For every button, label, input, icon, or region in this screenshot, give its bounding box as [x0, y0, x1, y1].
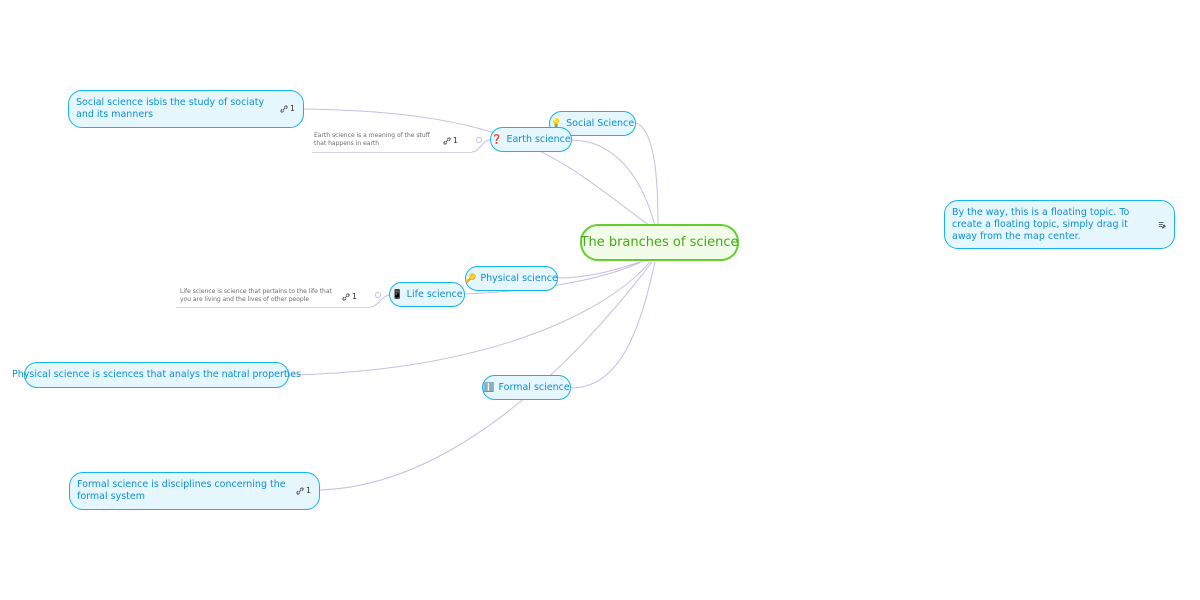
note-life-science[interactable]: Life science is science that pertains to… — [180, 288, 357, 306]
link-badge[interactable]: 1 — [443, 137, 458, 145]
link-badge[interactable]: 1 — [296, 485, 311, 497]
note-text: Earth science is a meaning of the stuff … — [314, 132, 430, 147]
link-root-social — [635, 122, 659, 227]
phone-icon: 📱 — [391, 289, 403, 300]
link-icon — [443, 137, 451, 145]
lightbulb-icon: 💡 — [550, 118, 563, 129]
link-icon — [342, 293, 350, 301]
link-root-earth — [570, 139, 656, 227]
topic-label: Physical science — [480, 272, 558, 284]
link-root-physical — [556, 261, 641, 279]
central-topic-label: The branches of science — [580, 235, 739, 250]
note-underline — [312, 152, 472, 153]
topic-earth-science[interactable]: ❓ Earth science — [490, 127, 572, 152]
notes-icon — [1158, 221, 1166, 229]
link-earth-note — [471, 139, 491, 153]
topic-social-science[interactable]: 💡 Social Science — [549, 111, 636, 136]
floating-topic[interactable]: By the way, this is a floating topic. To… — [944, 200, 1175, 249]
collapse-knob[interactable] — [476, 137, 482, 143]
link-badge[interactable]: 1 — [342, 293, 357, 301]
collapse-knob[interactable] — [375, 292, 381, 298]
topic-formal-science[interactable]: ℹ️ Formal science — [482, 375, 571, 400]
topic-text: Social science isbis the study of sociat… — [76, 97, 265, 120]
link-life-note — [369, 294, 391, 308]
central-topic[interactable]: The branches of science — [580, 224, 739, 261]
topic-life-science[interactable]: 📱 Life science — [389, 282, 465, 307]
topic-formal-science-detail[interactable]: Formal science is disciplines concerning… — [69, 472, 320, 510]
info-icon: ℹ️ — [483, 382, 495, 393]
note-text: Life science is science that pertains to… — [180, 288, 332, 303]
notes-badge[interactable] — [1158, 221, 1166, 229]
topic-physical-science[interactable]: 🔑 Physical science — [465, 266, 558, 291]
topic-social-science-detail[interactable]: Social science isbis the study of sociat… — [68, 90, 304, 128]
topic-label: Earth science — [506, 133, 571, 145]
question-icon: ❓ — [491, 134, 503, 145]
link-badge[interactable]: 1 — [280, 103, 295, 115]
link-root-formal-detail — [319, 261, 653, 491]
note-underline — [176, 307, 370, 308]
link-icon — [280, 105, 288, 113]
link-root-life — [463, 259, 646, 295]
topic-label: Formal science — [498, 381, 570, 393]
topic-label: Social Science — [566, 117, 635, 129]
link-root-formal — [570, 261, 656, 389]
topic-text: Formal science is disciplines concerning… — [77, 479, 286, 502]
key-icon: 🔑 — [465, 273, 477, 284]
topic-label: Life science — [406, 288, 463, 300]
link-root-physical-detail — [287, 261, 651, 376]
topic-text: Physical science is sciences that analys… — [12, 369, 302, 380]
link-icon — [296, 487, 304, 495]
topic-physical-science-detail[interactable]: Physical science is sciences that analys… — [12, 362, 301, 388]
note-earth-science[interactable]: Earth science is a meaning of the stuff … — [314, 132, 458, 150]
topic-text: By the way, this is a floating topic. To… — [952, 206, 1130, 242]
